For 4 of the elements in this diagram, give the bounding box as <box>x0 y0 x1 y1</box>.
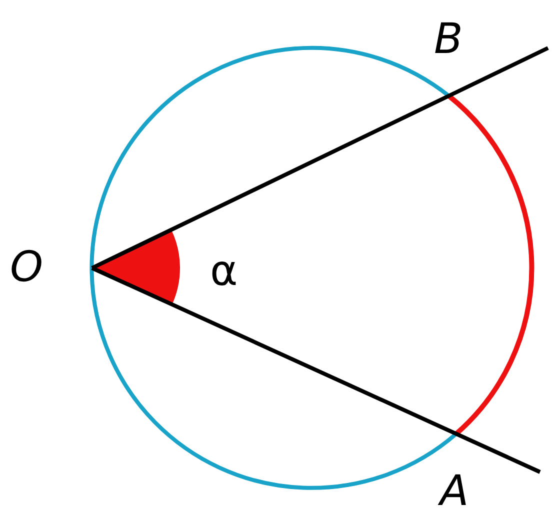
point-label: O <box>10 246 44 288</box>
angle-label: α <box>210 250 238 292</box>
point-label: B <box>434 18 463 60</box>
point-label: A <box>440 470 469 512</box>
